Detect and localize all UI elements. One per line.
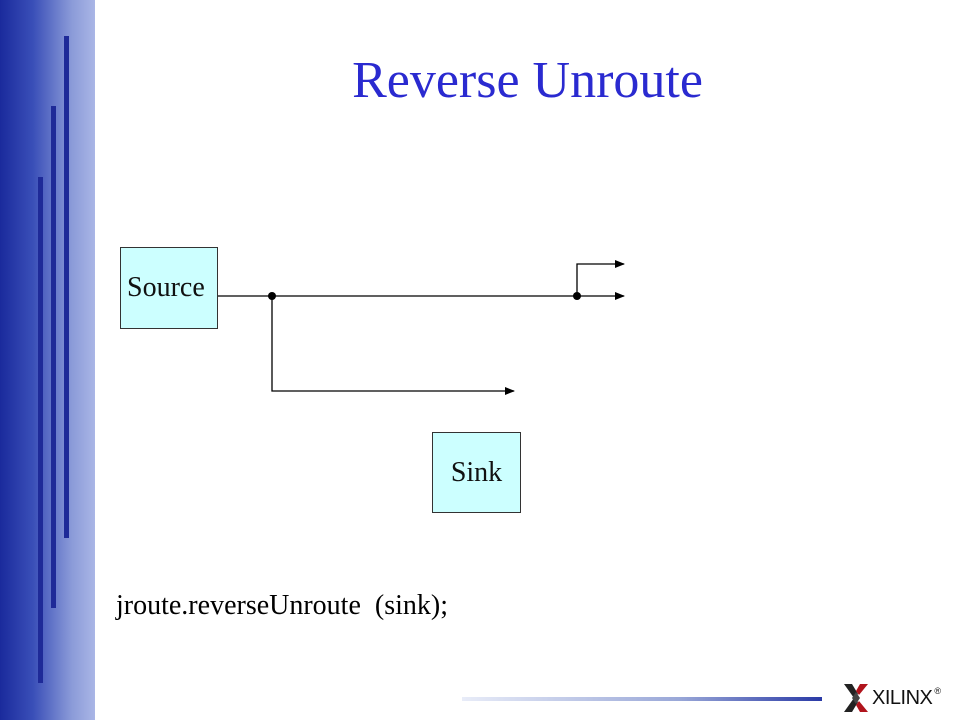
left-decorative-band — [0, 0, 95, 720]
decorative-bar-3 — [38, 177, 43, 683]
junction-dot-left — [268, 292, 276, 300]
decorative-bar-1 — [64, 36, 69, 538]
xilinx-mark-icon — [844, 684, 868, 712]
decorative-bar-2 — [51, 106, 56, 608]
slide-title: Reverse Unroute — [352, 52, 703, 109]
branch-wire-down — [271, 296, 515, 395]
branch-wire-up — [576, 260, 625, 296]
registered-mark: ® — [934, 686, 941, 696]
footer-divider — [462, 697, 822, 701]
source-block: Source — [120, 247, 218, 329]
sink-block: Sink — [432, 432, 521, 513]
code-snippet: jroute.reverseUnroute (sink); — [116, 590, 448, 621]
source-label: Source — [127, 272, 205, 303]
xilinx-logo: XILINX ® — [842, 682, 941, 714]
junction-dot-right — [573, 292, 581, 300]
sink-label: Sink — [450, 456, 503, 488]
logo-text: XILINX — [872, 686, 933, 709]
